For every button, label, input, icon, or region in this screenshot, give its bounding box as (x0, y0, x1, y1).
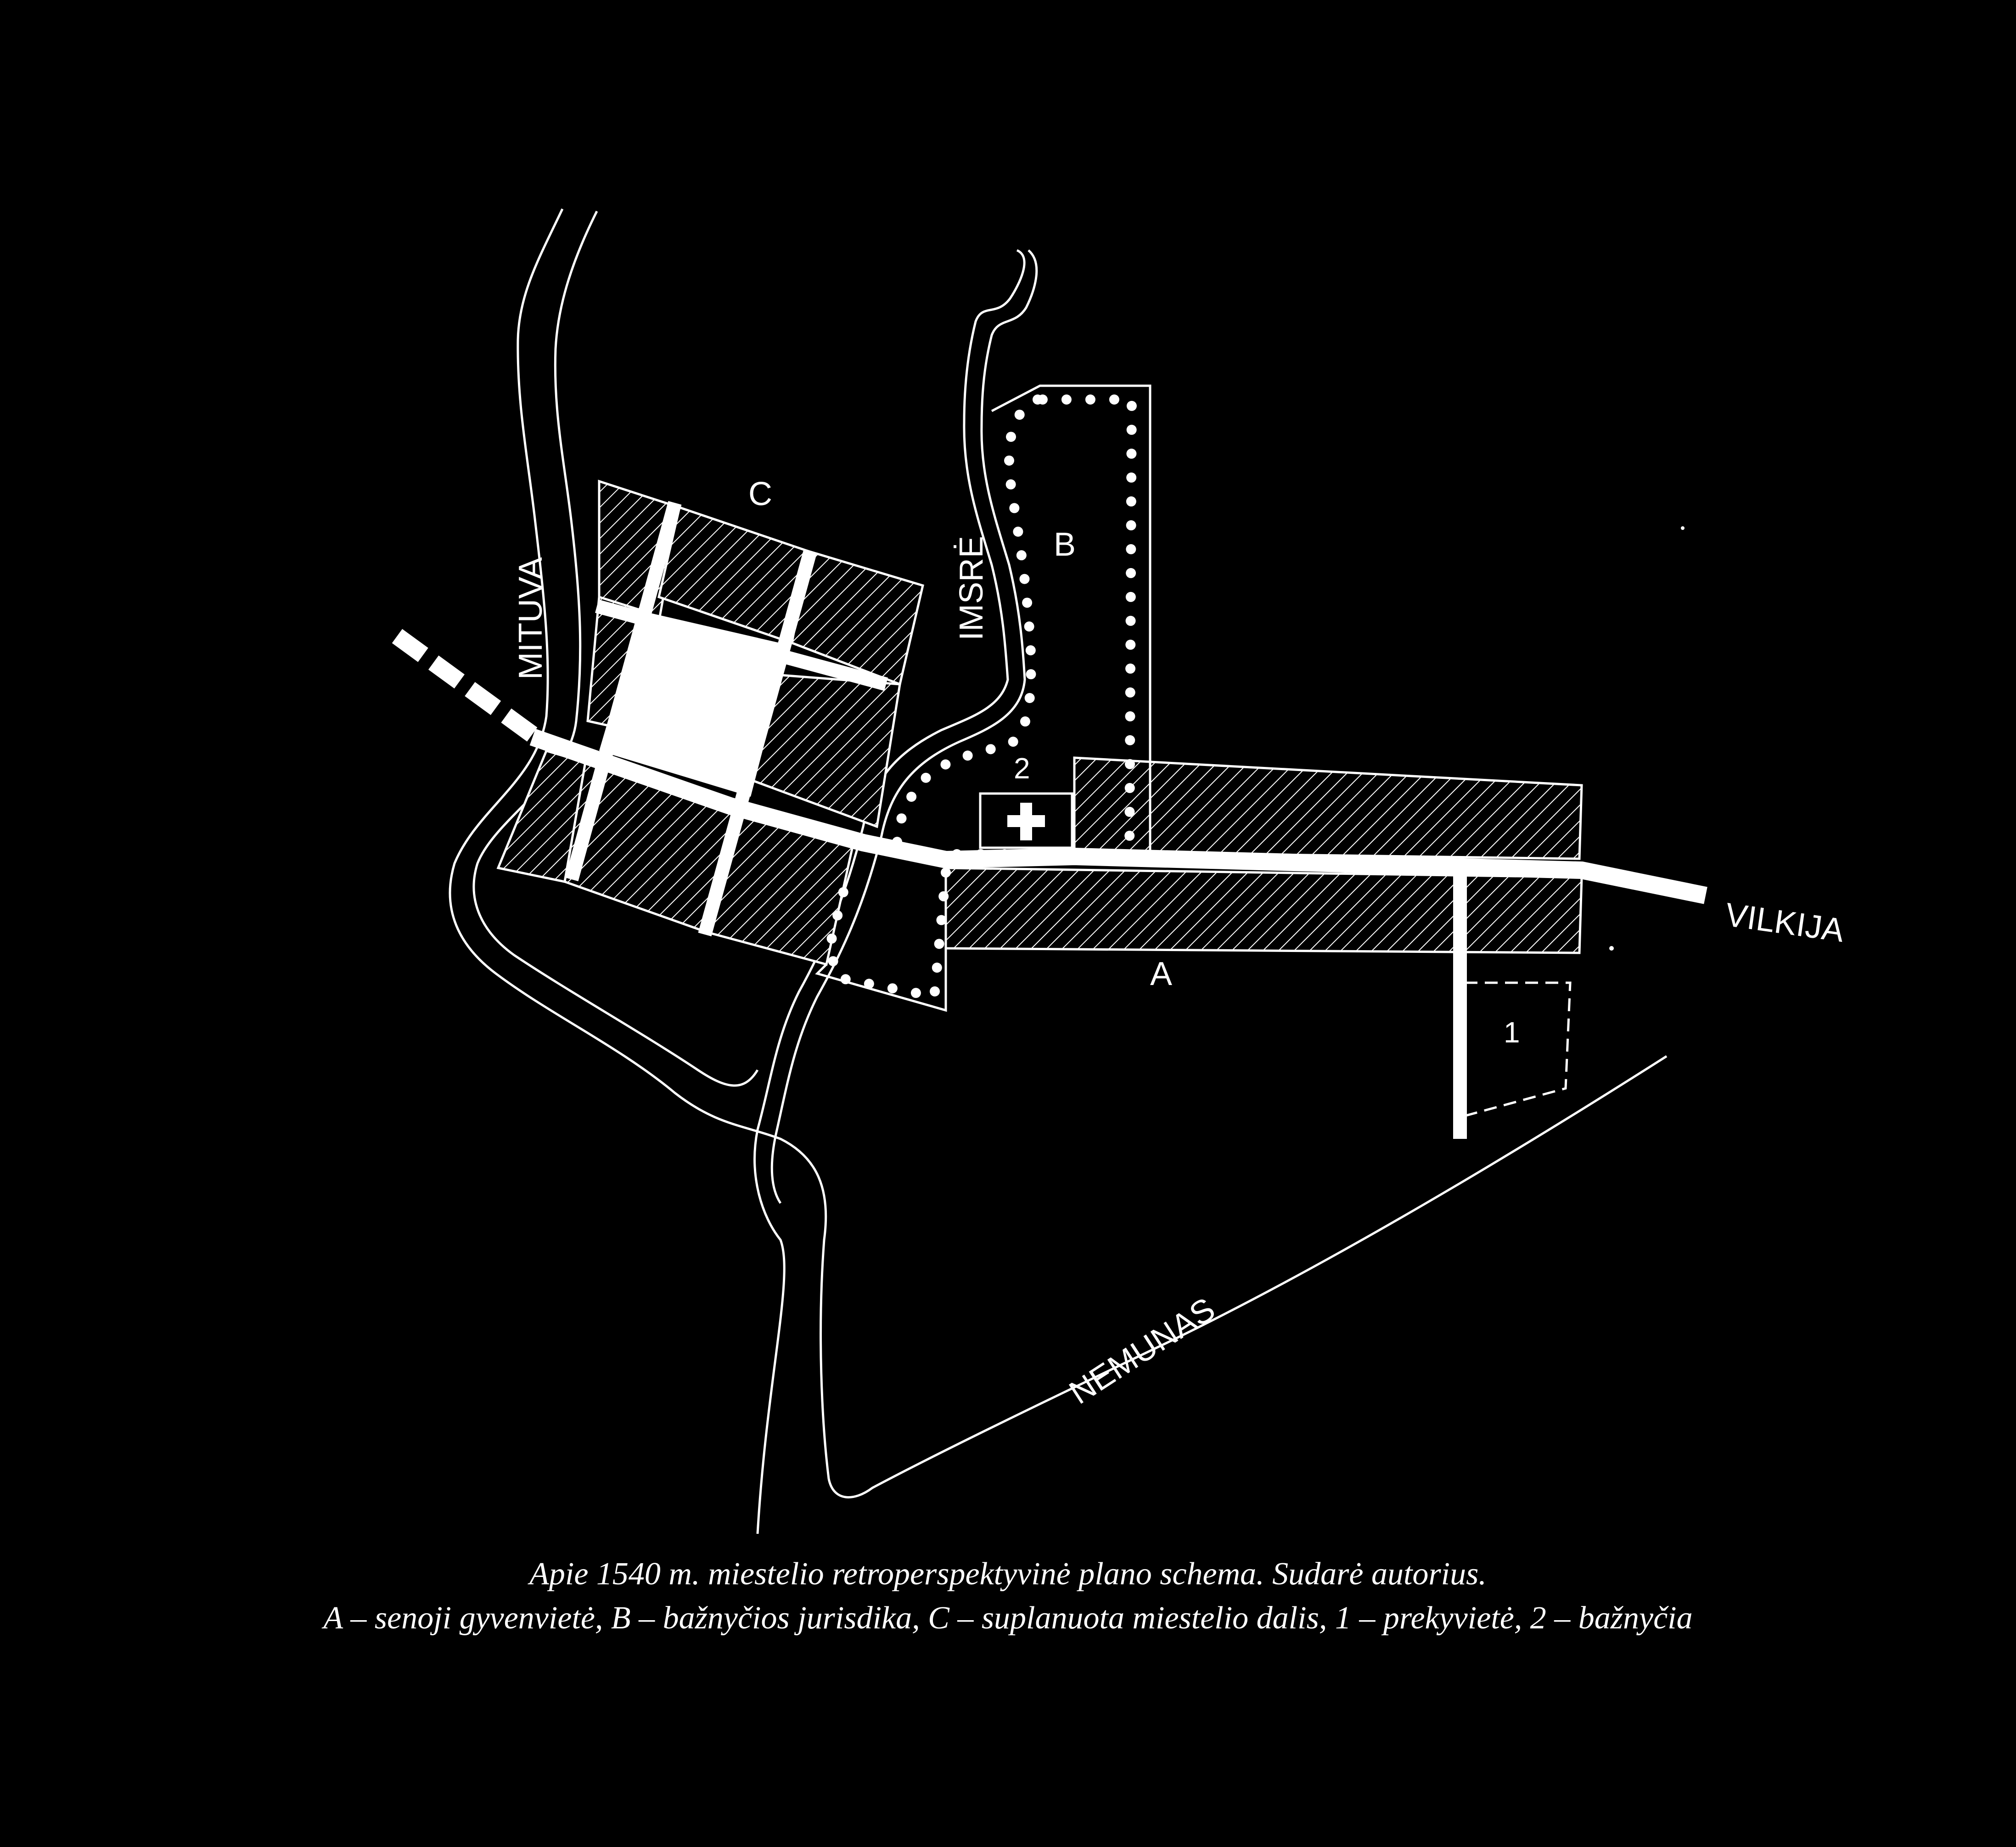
label-mituva: MITUVA (512, 557, 549, 680)
road-to-vilkija (529, 729, 1707, 904)
town-square (599, 611, 790, 797)
label-marker-2: 2 (1014, 752, 1030, 785)
label-area-a: A (1150, 956, 1172, 992)
streets (392, 501, 1707, 1139)
market-place (1463, 981, 1572, 1118)
road-west-dashed (392, 629, 538, 742)
label-area-b: B (1054, 526, 1076, 563)
dot-mark (1609, 946, 1614, 951)
caption-line-1: Apie 1540 m. miestelio retroperspektyvin… (529, 1556, 1487, 1592)
hatched-plots (496, 479, 1583, 966)
label-area-c: C (748, 476, 772, 512)
label-imsre: IMSRĖ (953, 536, 990, 641)
label-nemunas: NEMUNAS (1063, 1290, 1222, 1411)
dot-mark (1681, 526, 1685, 530)
church (979, 792, 1073, 849)
caption-line-2: A – senoji gyvenvietė, B – bažnyčios jur… (323, 1600, 1693, 1636)
area-b-boundary (815, 384, 1151, 1012)
label-marker-1: 1 (1504, 1016, 1520, 1049)
cross-icon (1007, 803, 1045, 840)
label-vilkija: VILKIJA (1723, 896, 1847, 949)
map-caption: Apie 1540 m. miestelio retroperspektyvin… (0, 1552, 2016, 1640)
river-imsre (753, 249, 1038, 1534)
